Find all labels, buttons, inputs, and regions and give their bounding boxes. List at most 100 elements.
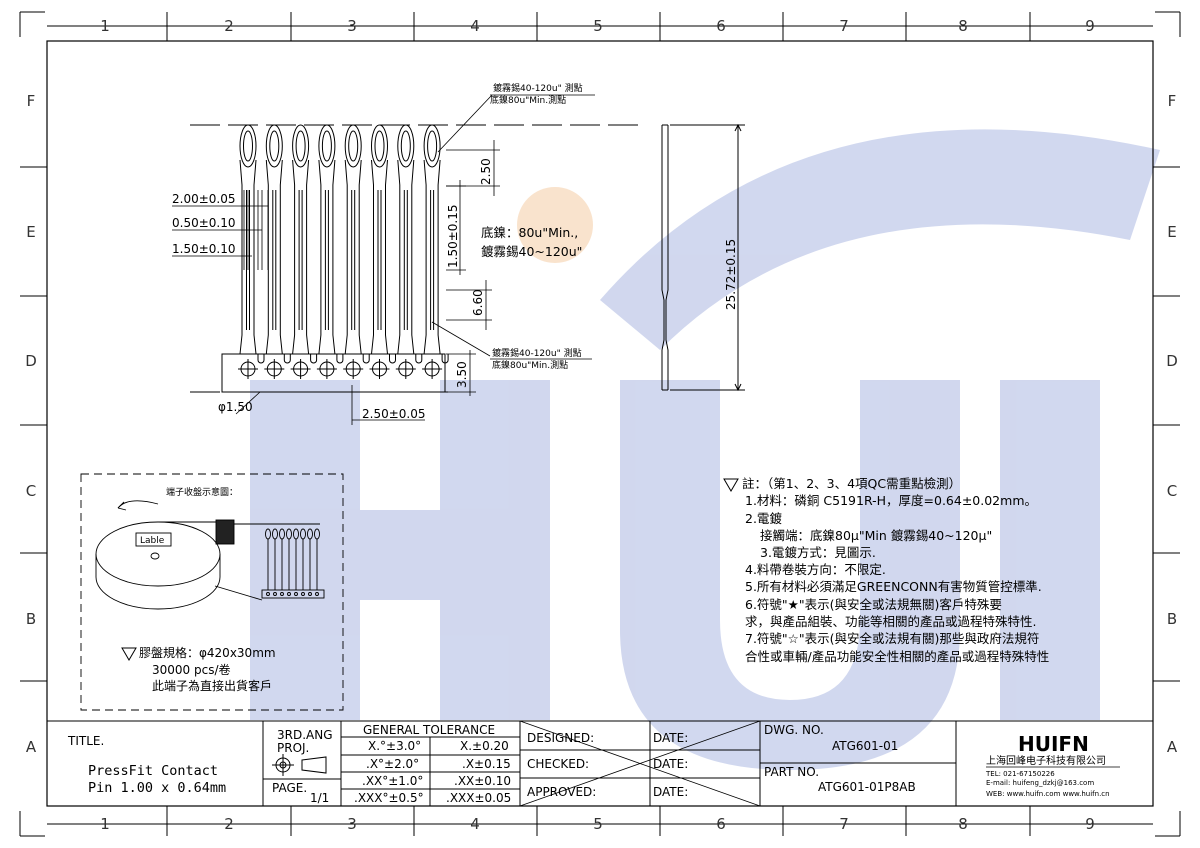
triangle-symbol <box>723 478 739 492</box>
col-label-top: 4 <box>470 17 480 35</box>
row-label-left: C <box>26 482 36 500</box>
dim-total-length: 25.72±0.15 <box>724 239 738 310</box>
pin-slot <box>246 190 250 330</box>
pin-eye-outer <box>423 124 441 168</box>
col-label-bottom: 9 <box>1085 815 1095 833</box>
pin-body <box>423 159 441 355</box>
note-line: 接觸端：底鎳80μ"Min 鍍霧錫40~120μ" <box>760 528 992 543</box>
col-label-bottom: 1 <box>100 815 110 833</box>
page-value: 1/1 <box>310 791 329 805</box>
pin-eye-inner <box>269 130 280 162</box>
notes-block: 註：（第1、2、3、4項QC需重點檢測） 1.材料：磷銅 C5191R-H，厚度… <box>742 476 1049 664</box>
contact-strip-front-view <box>190 124 640 393</box>
company-web: WEB: www.huifn.com www.huifn.cn <box>986 790 1110 798</box>
pin-eye-inner <box>321 130 332 162</box>
pilot-hole-center <box>264 359 285 379</box>
note-line: 7.符號"☆"表示(與安全或法規有關)那些與政府法規符 <box>745 631 1039 646</box>
tol-linear: .X±0.15 <box>462 757 511 771</box>
contact-pin <box>292 124 310 355</box>
reel-spec-qty: 30000 pcs/卷 <box>152 662 231 677</box>
pin-slot <box>298 190 303 330</box>
orange-dot <box>517 187 593 263</box>
contact-pin <box>344 124 362 355</box>
title-label: TITLE. <box>67 734 104 748</box>
strip-notch <box>257 354 265 364</box>
col-label-bottom: 6 <box>716 815 726 833</box>
col-label-bottom: 5 <box>593 815 603 833</box>
col-label-top: 3 <box>347 17 357 35</box>
dim-pitch-width: 2.00±0.05 <box>172 192 236 206</box>
dim-pitch: 2.50±0.05 <box>362 407 426 421</box>
plating-note-tin: 鍍霧錫40~120u" <box>481 244 582 259</box>
row-label-left: F <box>27 92 36 110</box>
strip-notch <box>283 354 291 364</box>
pilot-hole-center <box>290 359 311 379</box>
company-name: 上海回峰电子科技有限公司 <box>986 754 1106 767</box>
projection-line2: PROJ. <box>277 741 309 755</box>
note-line: 註：（第1、2、3、4項QC需重點檢測） <box>742 476 961 491</box>
huifn-watermark <box>250 129 1160 770</box>
row-label-left: B <box>26 610 36 628</box>
pilot-hole-center <box>422 359 443 379</box>
part-title-line1: PressFit Contact <box>88 763 218 779</box>
tol-linear: .XX±0.10 <box>454 774 511 788</box>
pin-body <box>397 159 415 355</box>
reel-title: 端子收盤示意圖： <box>166 486 238 498</box>
dim-top: 2.50 <box>479 158 493 185</box>
pin-slot <box>324 190 329 330</box>
pilot-hole-center <box>369 359 390 379</box>
pin-body <box>292 159 310 355</box>
contact-pin <box>371 124 388 355</box>
company-tel: TEL: 021-67150226 <box>985 770 1055 778</box>
sheet-frame <box>19 11 1181 837</box>
dim-slot: 0.50±0.10 <box>172 216 236 230</box>
reel-pin <box>293 528 299 596</box>
row-label-left: D <box>25 352 37 370</box>
pin-eye-outer <box>344 124 362 168</box>
pin-eye-inner <box>243 130 253 162</box>
row-label-right: C <box>1167 482 1177 500</box>
col-label-top: 8 <box>958 17 968 35</box>
part-title-line2: Pin 1.00 x 0.64mm <box>88 780 226 796</box>
note-line: 1.材料：磷銅 C5191R-H，厚度=0.64±0.02mm。 <box>745 493 1037 508</box>
col-label-bottom: 4 <box>470 815 480 833</box>
strip-notch <box>389 354 396 364</box>
row-label-right: F <box>1168 92 1177 110</box>
col-label-bottom: 7 <box>839 815 849 833</box>
tol-angle: .XXX°±0.5° <box>354 791 424 805</box>
row-label-left: A <box>26 738 37 756</box>
dim-width: 1.50±0.10 <box>172 242 236 256</box>
col-label-top: 2 <box>224 17 234 35</box>
pin-slot <box>430 190 435 330</box>
contact-pin <box>265 124 283 355</box>
plating-callout-top-nickel: 底鎳80u"Min.測點 <box>490 94 566 106</box>
plating-callout-bot-nickel: 底鎳80u"Min.測點 <box>492 359 568 371</box>
company-email: E-mail: huifeng_dzkj@163.com <box>986 779 1094 787</box>
pin-slot <box>272 190 277 330</box>
row-label-right: B <box>1167 610 1177 628</box>
designed-label: DESIGNED: <box>527 731 594 745</box>
reel-pin <box>300 528 306 596</box>
pin-slot <box>351 190 356 330</box>
reel-pin <box>279 528 285 596</box>
row-label-right: D <box>1166 352 1178 370</box>
pilot-hole-center <box>395 359 416 379</box>
col-label-bottom: 3 <box>347 815 357 833</box>
company-logo: HUIFN <box>1018 732 1089 756</box>
column-labels: 1 2 3 4 5 6 7 8 9 1 2 3 4 5 6 7 8 9 <box>100 17 1095 833</box>
tol-angle: .XX°±1.0° <box>362 774 423 788</box>
col-label-top: 1 <box>100 17 110 35</box>
col-label-bottom: 8 <box>958 815 968 833</box>
checked-label: CHECKED: <box>527 757 589 771</box>
pin-eye-outer <box>318 124 336 168</box>
dim-hole: φ1.50 <box>218 400 253 414</box>
pin-eye-inner <box>374 130 385 162</box>
tol-angle: X.°±3.0° <box>368 739 421 753</box>
pilot-hole-center <box>316 359 337 379</box>
reel-pin <box>272 528 278 596</box>
tol-linear: .XXX±0.05 <box>446 791 511 805</box>
reel-spec-customer: 此端子為直接出貨客戶 <box>152 678 272 693</box>
strip-notch <box>362 354 370 364</box>
pin-body <box>239 159 257 355</box>
tol-angle: .X°±2.0° <box>366 757 419 771</box>
